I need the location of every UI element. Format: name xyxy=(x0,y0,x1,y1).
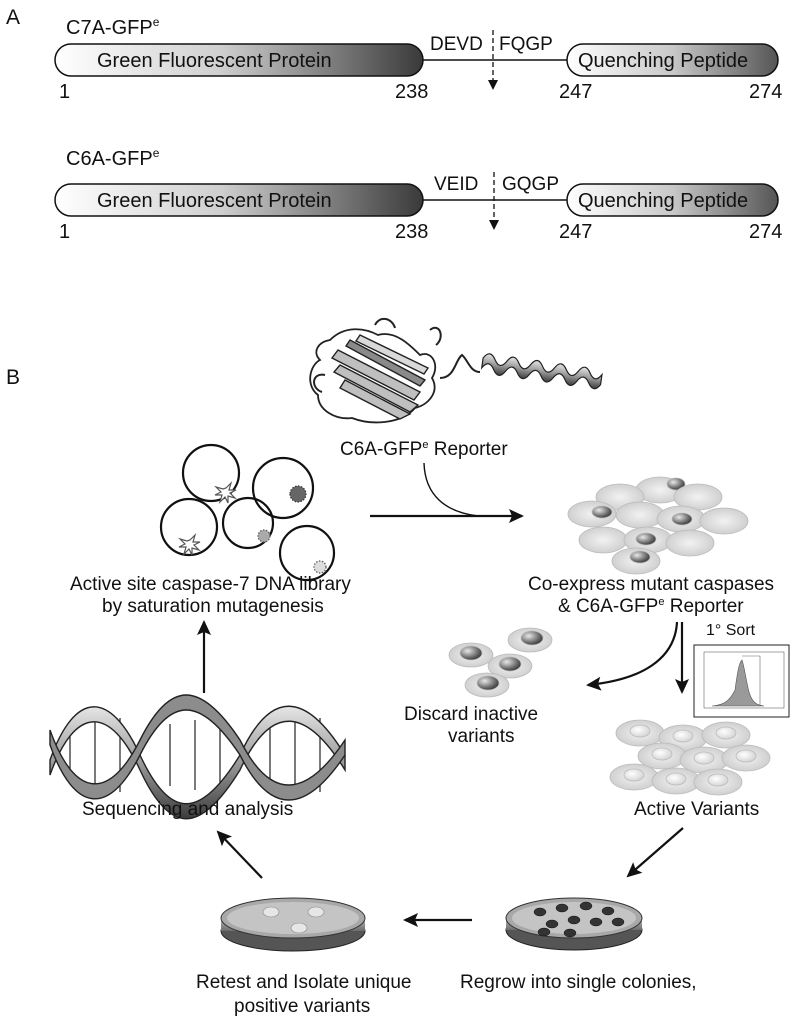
construct-name: C6A-GFPe xyxy=(66,146,160,170)
arrow-retest-to-sequencing xyxy=(216,830,263,879)
dna-helix-icon xyxy=(49,694,346,820)
active-cell-cluster xyxy=(609,719,771,796)
panel-b-letter: B xyxy=(6,366,20,389)
discard-label-line2: variants xyxy=(448,726,515,747)
reporter-merge-line xyxy=(423,462,479,517)
cleavage-site-left: DEVD xyxy=(430,34,483,55)
active-variants-label: Active Variants xyxy=(634,799,759,820)
cleavage-site-right: FQGP xyxy=(499,34,553,55)
construct-c7a: C7A-GFPe Green Fluorescent Protein DEVD … xyxy=(54,15,782,103)
discard-cell-cluster xyxy=(448,627,553,698)
petri-dish-regrow xyxy=(505,897,643,951)
quenching-peptide-label: Quenching Peptide xyxy=(578,190,748,212)
regrow-label: Regrow into single colonies, xyxy=(460,972,697,993)
retest-label-line1: Retest and Isolate unique xyxy=(196,972,412,993)
gfp-structure-image xyxy=(309,317,603,424)
quenching-peptide-bar xyxy=(566,183,779,217)
construct-name: C7A-GFPe xyxy=(66,15,160,39)
quenching-peptide-bar xyxy=(566,43,779,77)
plasmid-library-icon xyxy=(159,443,336,582)
cleavage-site-left: VEID xyxy=(434,174,478,195)
cell-cluster-coexpress xyxy=(567,476,749,575)
construct-c6a: C6A-GFPe Green Fluorescent Protein VEID … xyxy=(54,146,782,243)
position-peptide-start: 247 xyxy=(559,81,592,103)
coexpress-label-line1: Co-express mutant caspases xyxy=(528,574,774,595)
cleavage-site-right: GQGP xyxy=(502,174,559,195)
coexpress-label-line2: & C6A-GFPe Reporter xyxy=(558,596,744,617)
position-start: 1 xyxy=(59,81,70,103)
position-gfp-end: 238 xyxy=(395,221,428,243)
petri-dish-retest xyxy=(220,897,366,952)
gfp-domain-label: Green Fluorescent Protein xyxy=(97,190,332,212)
library-label-line1: Active site caspase-7 DNA library xyxy=(70,574,351,595)
position-start: 1 xyxy=(59,221,70,243)
arrow-active-to-regrow xyxy=(626,827,684,878)
reporter-label: C6A-GFPe Reporter xyxy=(340,439,508,460)
position-end: 274 xyxy=(749,81,782,103)
discard-label-line1: Discard inactive xyxy=(404,704,538,725)
arrow-discard xyxy=(586,621,679,691)
position-gfp-end: 238 xyxy=(395,81,428,103)
quenching-peptide-label: Quenching Peptide xyxy=(578,50,748,72)
library-label-line2: by saturation mutagenesis xyxy=(102,596,324,617)
sort-label: 1° Sort xyxy=(706,622,756,639)
facs-histogram-inset xyxy=(693,644,790,718)
retest-label-line2: positive variants xyxy=(234,996,370,1017)
gfp-domain-label: Green Fluorescent Protein xyxy=(97,50,332,72)
sequencing-label: Sequencing and analysis xyxy=(82,799,293,820)
position-end: 274 xyxy=(749,221,782,243)
panel-a-letter: A xyxy=(6,6,20,29)
position-peptide-start: 247 xyxy=(559,221,592,243)
